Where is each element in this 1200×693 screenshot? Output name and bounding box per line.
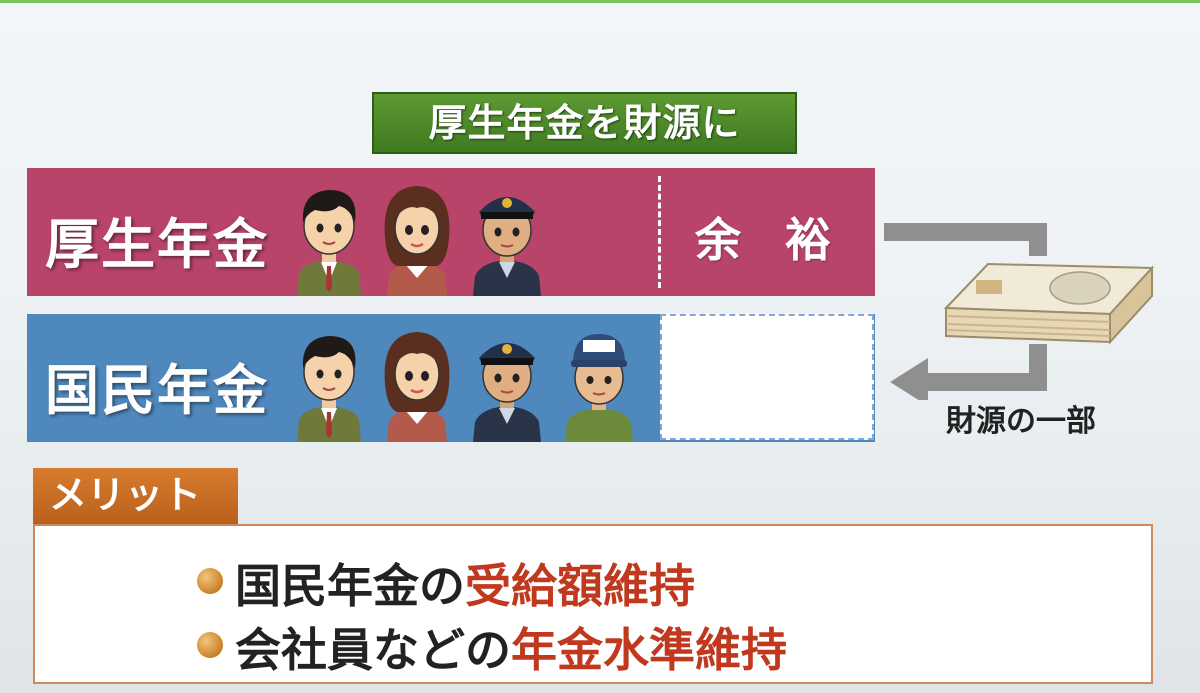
funding-placeholder-box (660, 314, 874, 440)
worker-with-cap-icon (559, 324, 639, 442)
surplus-label: 余 裕 (695, 204, 845, 270)
kosei-nenkin-bar: 厚生年金 余 裕 (27, 168, 875, 296)
merit-box: 国民年金の受給額維持 会社員などの年金水準維持 (33, 524, 1153, 684)
bullet-icon (197, 568, 223, 594)
kosei-nenkin-label: 厚生年金 (45, 200, 269, 279)
money-stack-icon (940, 258, 1155, 348)
merit-item: 会社員などの年金水準維持 (235, 614, 787, 680)
merit-tab: メリット (33, 468, 238, 524)
office-worker-man-icon (289, 324, 369, 442)
merit-item-highlight: 受給額維持 (465, 559, 695, 613)
merit-item-highlight: 年金水準維持 (511, 623, 787, 677)
kokumin-nenkin-label: 国民年金 (45, 346, 269, 425)
funding-source-label: 財源の一部 (946, 396, 1096, 440)
police-officer-icon (467, 324, 547, 442)
merit-item-prefix: 国民年金の (235, 559, 465, 613)
page-title: 厚生年金を財源に (372, 92, 797, 154)
top-accent-line (0, 0, 1200, 3)
surplus-divider (658, 176, 661, 288)
police-officer-icon (467, 178, 547, 296)
bullet-icon (197, 632, 223, 658)
kokumin-nenkin-bar: 国民年金 (27, 314, 875, 442)
merit-item: 国民年金の受給額維持 (235, 550, 695, 616)
woman-icon (377, 324, 457, 442)
office-worker-man-icon (289, 178, 369, 296)
woman-icon (377, 178, 457, 296)
merit-item-prefix: 会社員などの (235, 623, 511, 677)
